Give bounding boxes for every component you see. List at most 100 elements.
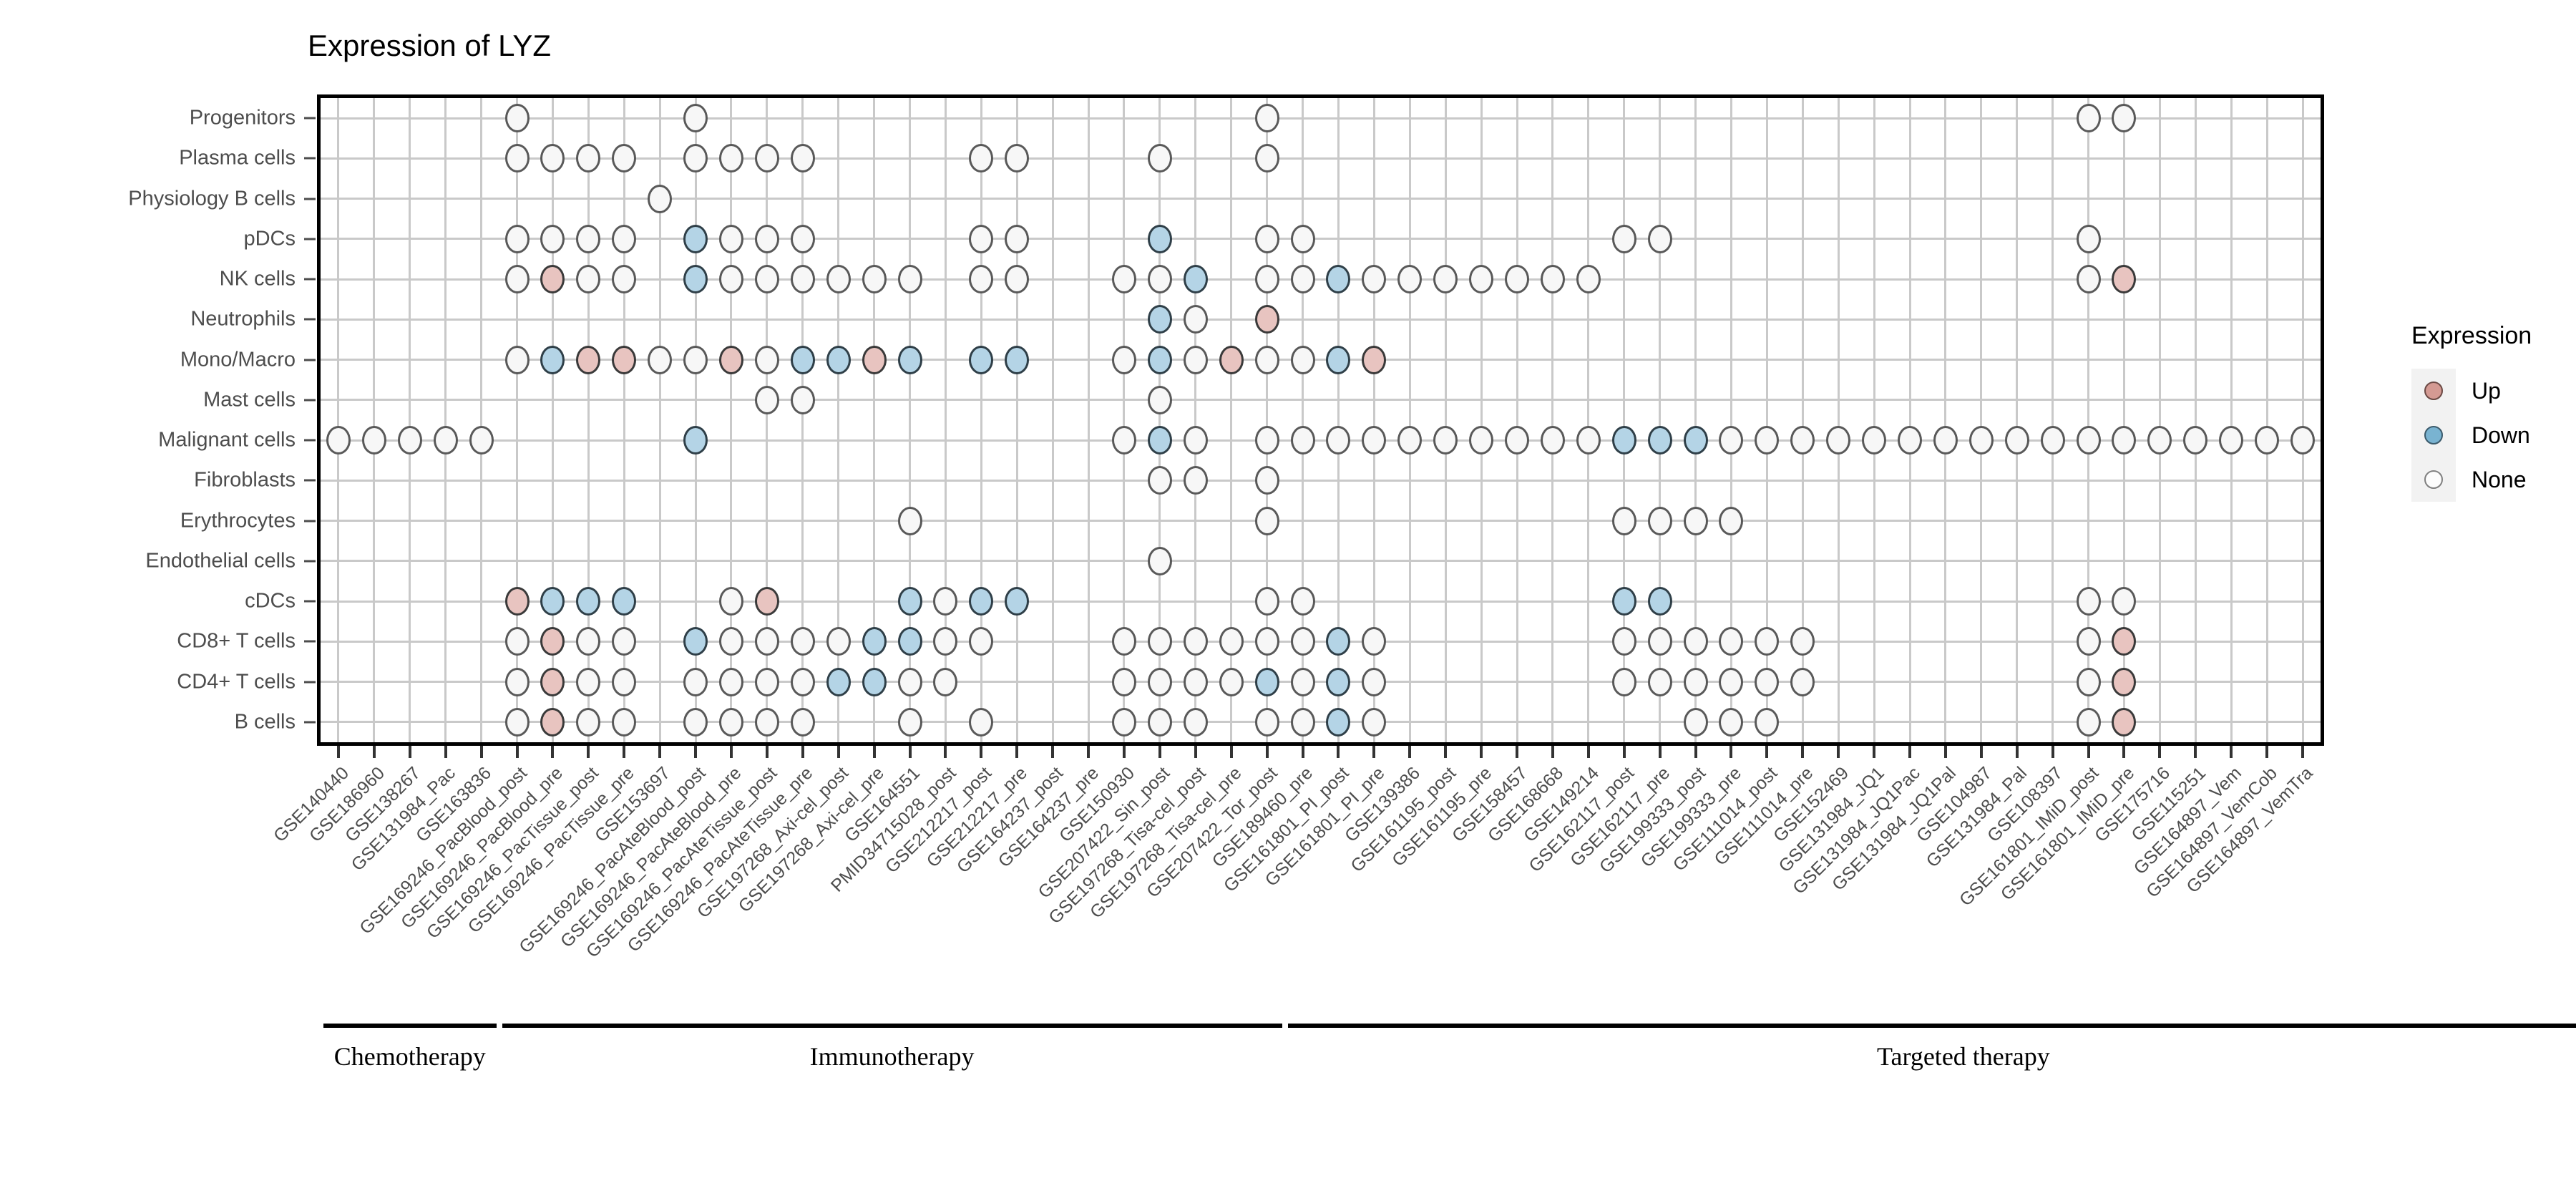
dot-none[interactable] — [1755, 627, 1780, 656]
dot-down[interactable] — [1147, 224, 1172, 253]
dot-down[interactable] — [969, 587, 994, 616]
dot-none[interactable] — [897, 265, 922, 294]
dot-none[interactable] — [1719, 707, 1744, 737]
dot-none[interactable] — [1183, 426, 1208, 455]
dot-up[interactable] — [576, 345, 601, 374]
dot-none[interactable] — [504, 265, 530, 294]
dot-none[interactable] — [576, 224, 601, 253]
dot-none[interactable] — [612, 265, 637, 294]
dot-none[interactable] — [576, 667, 601, 696]
dot-none[interactable] — [1111, 707, 1136, 737]
dot-none[interactable] — [754, 265, 779, 294]
dot-none[interactable] — [1254, 587, 1279, 616]
dot-up[interactable] — [612, 345, 637, 374]
dot-none[interactable] — [1469, 265, 1494, 294]
dot-none[interactable] — [718, 667, 743, 696]
dot-none[interactable] — [2076, 667, 2101, 696]
dot-down[interactable] — [862, 667, 887, 696]
dot-down[interactable] — [897, 627, 922, 656]
dot-none[interactable] — [1505, 426, 1529, 455]
dot-none[interactable] — [754, 144, 779, 173]
dot-none[interactable] — [718, 587, 743, 616]
dot-none[interactable] — [1719, 667, 1744, 696]
dot-none[interactable] — [1611, 506, 1636, 535]
dot-up[interactable] — [504, 587, 530, 616]
dot-none[interactable] — [1290, 224, 1315, 253]
dot-none[interactable] — [683, 667, 708, 696]
dot-none[interactable] — [1505, 265, 1529, 294]
dot-down[interactable] — [683, 224, 708, 253]
dot-none[interactable] — [1469, 426, 1494, 455]
dot-down[interactable] — [1326, 667, 1351, 696]
dot-none[interactable] — [1683, 707, 1708, 737]
dot-none[interactable] — [969, 265, 994, 294]
dot-none[interactable] — [1290, 345, 1315, 374]
dot-none[interactable] — [1540, 426, 1565, 455]
dot-up[interactable] — [2112, 265, 2137, 294]
dot-none[interactable] — [1433, 426, 1458, 455]
dot-down[interactable] — [1183, 265, 1208, 294]
dot-none[interactable] — [2112, 426, 2137, 455]
dot-down[interactable] — [540, 587, 565, 616]
dot-down[interactable] — [1326, 265, 1351, 294]
dot-none[interactable] — [648, 184, 673, 213]
dot-none[interactable] — [1611, 627, 1636, 656]
dot-none[interactable] — [969, 224, 994, 253]
dot-none[interactable] — [1147, 265, 1172, 294]
dot-none[interactable] — [1719, 426, 1744, 455]
dot-down[interactable] — [1326, 345, 1351, 374]
dot-down[interactable] — [862, 627, 887, 656]
dot-none[interactable] — [2076, 426, 2101, 455]
dot-down[interactable] — [1611, 426, 1636, 455]
dot-none[interactable] — [1290, 587, 1315, 616]
dot-none[interactable] — [433, 426, 458, 455]
dot-none[interactable] — [683, 104, 708, 133]
dot-down[interactable] — [897, 345, 922, 374]
dot-none[interactable] — [1183, 345, 1208, 374]
dot-none[interactable] — [576, 627, 601, 656]
dot-none[interactable] — [754, 707, 779, 737]
dot-none[interactable] — [1254, 506, 1279, 535]
dot-none[interactable] — [2112, 587, 2137, 616]
dot-none[interactable] — [1290, 265, 1315, 294]
dot-none[interactable] — [648, 345, 673, 374]
dot-none[interactable] — [1898, 426, 1923, 455]
dot-down[interactable] — [1005, 587, 1030, 616]
dot-down[interactable] — [683, 426, 708, 455]
dot-none[interactable] — [2183, 426, 2208, 455]
dot-none[interactable] — [1647, 667, 1672, 696]
dot-up[interactable] — [1219, 345, 1244, 374]
dot-none[interactable] — [1683, 667, 1708, 696]
dot-down[interactable] — [1611, 587, 1636, 616]
dot-down[interactable] — [576, 587, 601, 616]
dot-none[interactable] — [1862, 426, 1887, 455]
dot-none[interactable] — [504, 627, 530, 656]
dot-none[interactable] — [1647, 627, 1672, 656]
dot-none[interactable] — [1683, 627, 1708, 656]
dot-up[interactable] — [540, 667, 565, 696]
dot-none[interactable] — [1790, 426, 1815, 455]
dot-none[interactable] — [683, 707, 708, 737]
dot-none[interactable] — [2076, 224, 2101, 253]
dot-down[interactable] — [1147, 426, 1172, 455]
dot-none[interactable] — [754, 345, 779, 374]
dot-none[interactable] — [1611, 224, 1636, 253]
dot-none[interactable] — [1719, 506, 1744, 535]
dot-none[interactable] — [1576, 426, 1601, 455]
dot-none[interactable] — [1326, 426, 1351, 455]
dot-none[interactable] — [1683, 506, 1708, 535]
dot-up[interactable] — [754, 587, 779, 616]
dot-down[interactable] — [683, 265, 708, 294]
dot-none[interactable] — [1362, 667, 1387, 696]
dot-none[interactable] — [933, 667, 958, 696]
dot-none[interactable] — [718, 224, 743, 253]
dot-none[interactable] — [790, 144, 815, 173]
dot-none[interactable] — [1254, 224, 1279, 253]
dot-none[interactable] — [469, 426, 494, 455]
dot-up[interactable] — [1362, 345, 1387, 374]
dot-none[interactable] — [1111, 265, 1136, 294]
dot-none[interactable] — [1254, 144, 1279, 173]
dot-none[interactable] — [1147, 144, 1172, 173]
dot-none[interactable] — [2076, 627, 2101, 656]
dot-none[interactable] — [1147, 466, 1172, 495]
